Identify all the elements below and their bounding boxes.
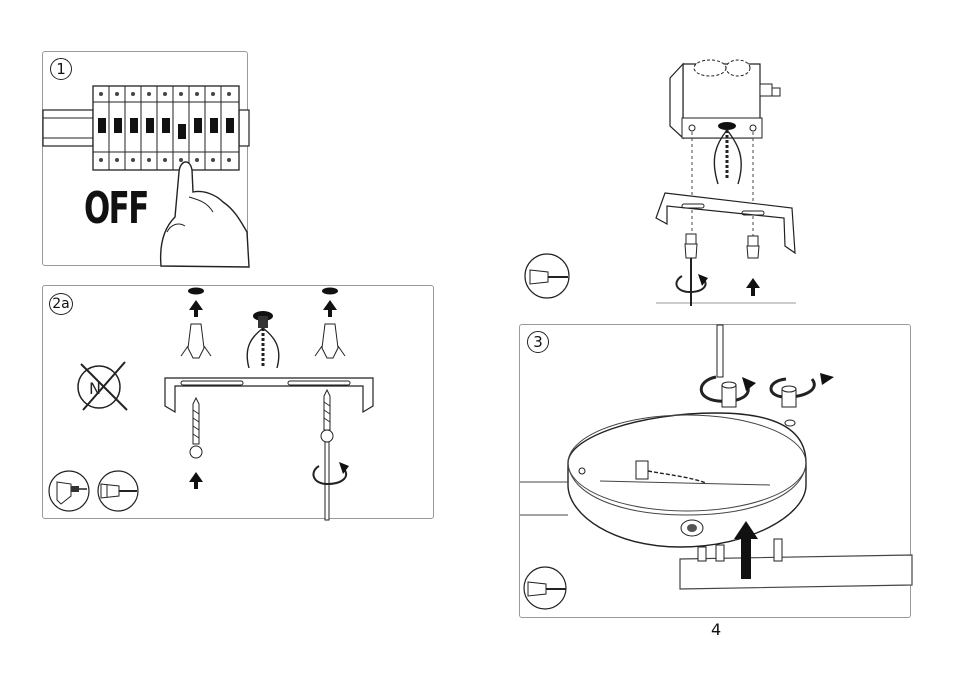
no-hammer-icon: N [78, 362, 127, 410]
circuit-breaker-icon [43, 52, 249, 267]
page-number: 4 [711, 620, 721, 639]
off-label: OFF [84, 183, 148, 234]
screwdriver-icon [98, 471, 138, 511]
step-2a-illustration: N [43, 286, 435, 520]
screwdriver-icon [524, 567, 566, 609]
junction-box-icon [670, 60, 780, 138]
step-3-illustration [520, 325, 912, 619]
drill-icon [49, 471, 89, 511]
screwdriver-icon [525, 254, 569, 298]
junction-box-illustration [520, 48, 820, 308]
step-3-panel: 3 [519, 324, 911, 618]
step-2a-panel: 2a N [42, 285, 434, 519]
rotate-arrow-icon [313, 462, 349, 484]
step-1-panel: 1 [42, 51, 248, 266]
